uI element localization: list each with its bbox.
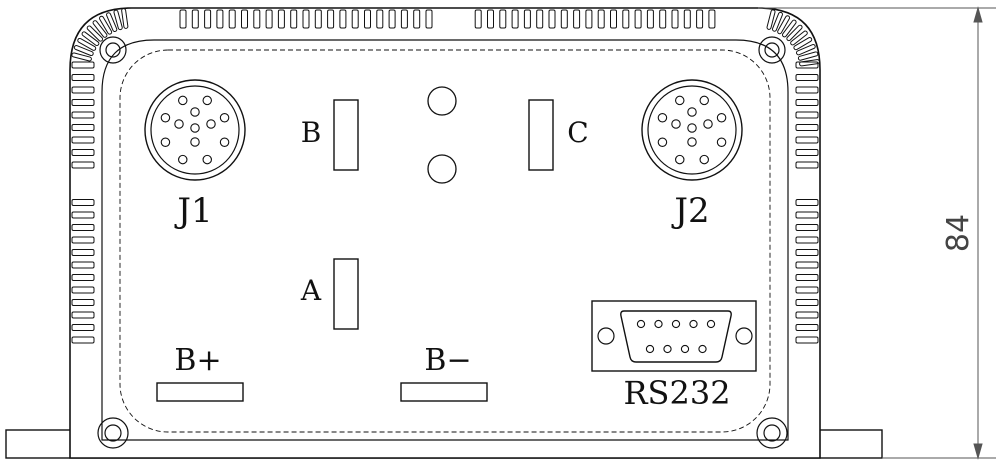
j1-label: J1 [174,191,212,231]
indicator-hole-lower [427,154,457,184]
terminal-c-label: C [567,116,588,149]
rs232-label: RS232 [623,374,730,412]
height-dimension [758,6,996,460]
rs232-db9-connector [591,300,757,372]
left-cooling-fins [71,61,95,344]
mounting-hole-bottom-left [97,417,129,449]
mounting-hole-bottom-right [756,417,788,449]
top-cooling-fins [179,9,716,29]
terminal-a [333,258,359,330]
right-cooling-fins [795,61,819,344]
b-plus-label: B+ [174,343,221,378]
terminal-b-label: B [301,116,322,149]
j2-circular-connector [641,79,743,181]
mounting-hole-top-left [99,36,127,64]
terminal-a-label: A [300,274,322,307]
terminal-b [333,99,359,171]
corner-cooling-fins [71,8,820,67]
inner-panel [101,39,789,441]
b-minus-terminal [400,382,488,402]
terminal-c [528,99,554,171]
dashed-gasket-line [119,49,771,433]
j1-circular-connector [144,79,246,181]
height-dimension-value: 84 [941,214,976,252]
indicator-hole-upper [427,86,457,116]
b-minus-label: B− [424,343,471,378]
mounting-hole-top-right [758,36,786,64]
j2-label: J2 [671,191,709,231]
b-plus-terminal [156,382,244,402]
